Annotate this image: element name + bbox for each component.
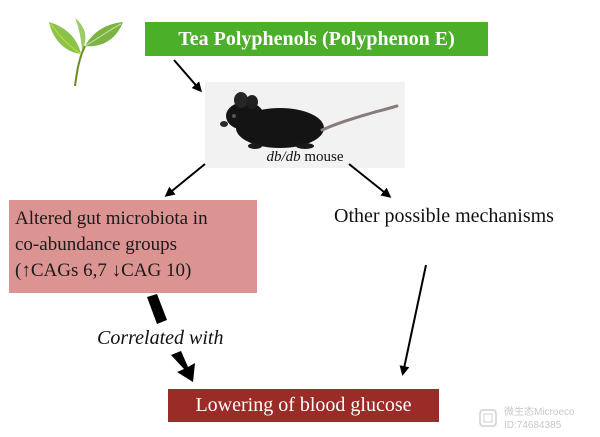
arrow-mouse-to-gut xyxy=(164,163,206,197)
watermark-line-1: 微生态Microeco xyxy=(504,407,575,418)
arrow-other-to-glucose xyxy=(399,264,427,376)
gut-microbiota-box: Altered gut microbiota in co-abundance g… xyxy=(9,200,257,293)
thick-arrow-correlated-to-glucose xyxy=(171,351,195,382)
watermark-line-2: ID:74684385 xyxy=(504,420,562,431)
thick-arrow-gut-to-correlated xyxy=(147,294,167,324)
mouse-caption: db/db mouse xyxy=(205,149,405,166)
mouse-image xyxy=(220,92,399,149)
watermark: 微生态Microeco ID:74684385 xyxy=(478,405,598,435)
arrow-tea-to-mouse xyxy=(173,59,202,93)
mouse-suffix: mouse xyxy=(300,149,344,165)
gut-line-1: Altered gut microbiota in xyxy=(15,208,208,229)
gut-line-3: (↑CAGs 6,7 ↓CAG 10) xyxy=(15,260,192,281)
blood-glucose-label: Lowering of blood glucose xyxy=(195,394,412,416)
watermark-logo-icon xyxy=(479,409,497,427)
tea-leaf-icon xyxy=(49,18,123,87)
mouse-strain: db/db xyxy=(266,149,301,165)
other-mechanisms-label: Other possible mechanisms xyxy=(334,205,554,227)
gut-line-2: co-abundance groups xyxy=(15,234,177,255)
correlated-with-label: Correlated with xyxy=(97,327,224,349)
arrow-mouse-to-other xyxy=(348,163,392,198)
blood-glucose-box: Lowering of blood glucose xyxy=(168,389,439,422)
tea-polyphenols-label: Tea Polyphenols (Polyphenon E) xyxy=(178,27,455,50)
tea-polyphenols-box: Tea Polyphenols (Polyphenon E) xyxy=(145,22,488,56)
